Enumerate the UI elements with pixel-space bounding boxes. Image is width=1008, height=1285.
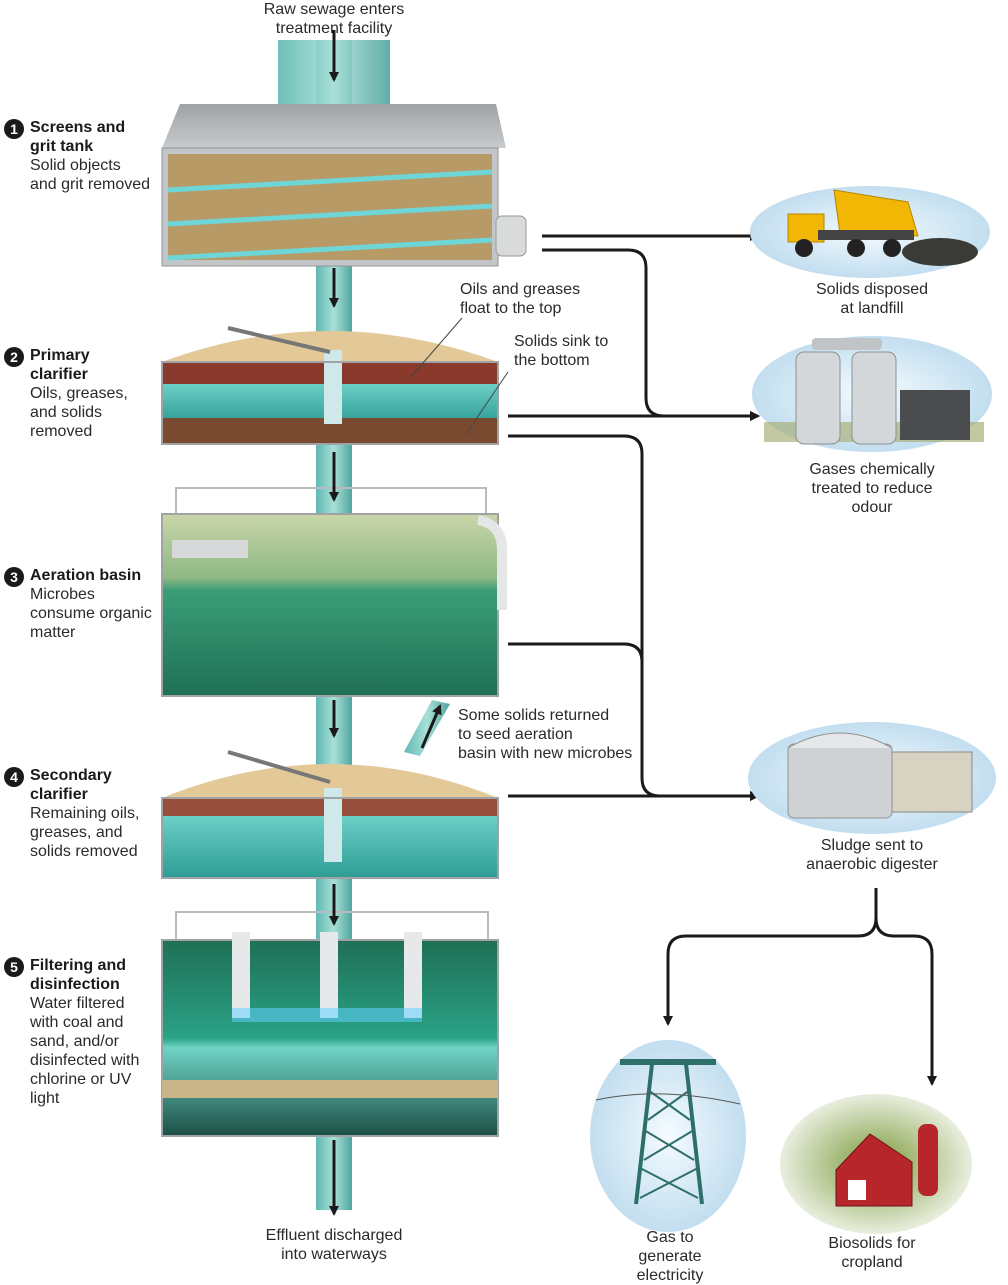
step-title: Secondary clarifier <box>30 767 112 803</box>
farm-cropland-illustration <box>780 1094 972 1234</box>
solids-callout: Solids sink to the bottom <box>514 333 609 369</box>
step-title: Filtering and disinfection <box>30 957 126 993</box>
anaerobic-digester-illustration <box>748 722 996 834</box>
electricity-label: Gas to generate electricity <box>636 1229 704 1284</box>
step-description: Solid objects and grit removed <box>30 157 151 193</box>
solids-leader-line <box>465 371 509 435</box>
step-description: Remaining oils, greases, and solids remo… <box>30 805 140 860</box>
step-description: Microbes consume organic matter <box>30 586 152 641</box>
step-3: 3 Aeration basin Microbes consume organi… <box>4 566 164 642</box>
gases-label: Gases chemically treated to reduce odour <box>809 461 935 516</box>
aeration-basin-tank <box>161 487 507 697</box>
output-flow-arrows <box>508 231 937 1086</box>
screen-grit-tank <box>161 104 527 267</box>
step-number-badge: 5 <box>4 957 24 977</box>
effluent-label: Effluent discharged into waterways <box>265 1227 403 1263</box>
cropland-label: Biosolids for cropland <box>828 1235 916 1271</box>
step-4: 4 Secondary clarifier Remaining oils, gr… <box>4 766 164 861</box>
oils-callout: Oils and greases float to the top <box>460 281 581 317</box>
step-number-badge: 4 <box>4 767 24 787</box>
dump-truck-illustration <box>750 186 990 278</box>
landfill-label: Solids disposed at landfill <box>815 281 929 317</box>
step-number-badge: 3 <box>4 567 24 587</box>
return-pipe <box>404 700 450 756</box>
filtering-tank <box>161 911 499 1137</box>
pipe-flow-arrows <box>329 30 442 1216</box>
step-2: 2 Primary clarifier Oils, greases, and s… <box>4 346 164 441</box>
step-title: Screens and grit tank <box>30 119 126 155</box>
step-title: Aeration basin <box>30 567 142 584</box>
oils-leader-line <box>409 317 463 379</box>
power-pylon-illustration <box>590 1040 746 1232</box>
returned-solids-callout: Some solids returned to seed aeration ba… <box>458 707 633 762</box>
step-1: 1 Screens and grit tank Solid objects an… <box>4 118 164 194</box>
primary-clarifier-tank <box>161 326 499 445</box>
step-description: Oils, greases, and solids removed <box>30 385 128 440</box>
digester-label: Sludge sent to anaerobic digester <box>806 837 938 873</box>
step-description: Water filtered with coal and sand, and/o… <box>30 995 140 1107</box>
step-title: Primary clarifier <box>30 347 90 383</box>
secondary-clarifier-tank <box>161 750 499 879</box>
gas-treatment-plant-illustration <box>752 336 992 452</box>
step-5: 5 Filtering and disinfection Water filte… <box>4 956 164 1108</box>
step-number-badge: 1 <box>4 119 24 139</box>
raw-sewage-label: Raw sewage enters treatment facility <box>263 1 405 37</box>
step-number-badge: 2 <box>4 347 24 367</box>
